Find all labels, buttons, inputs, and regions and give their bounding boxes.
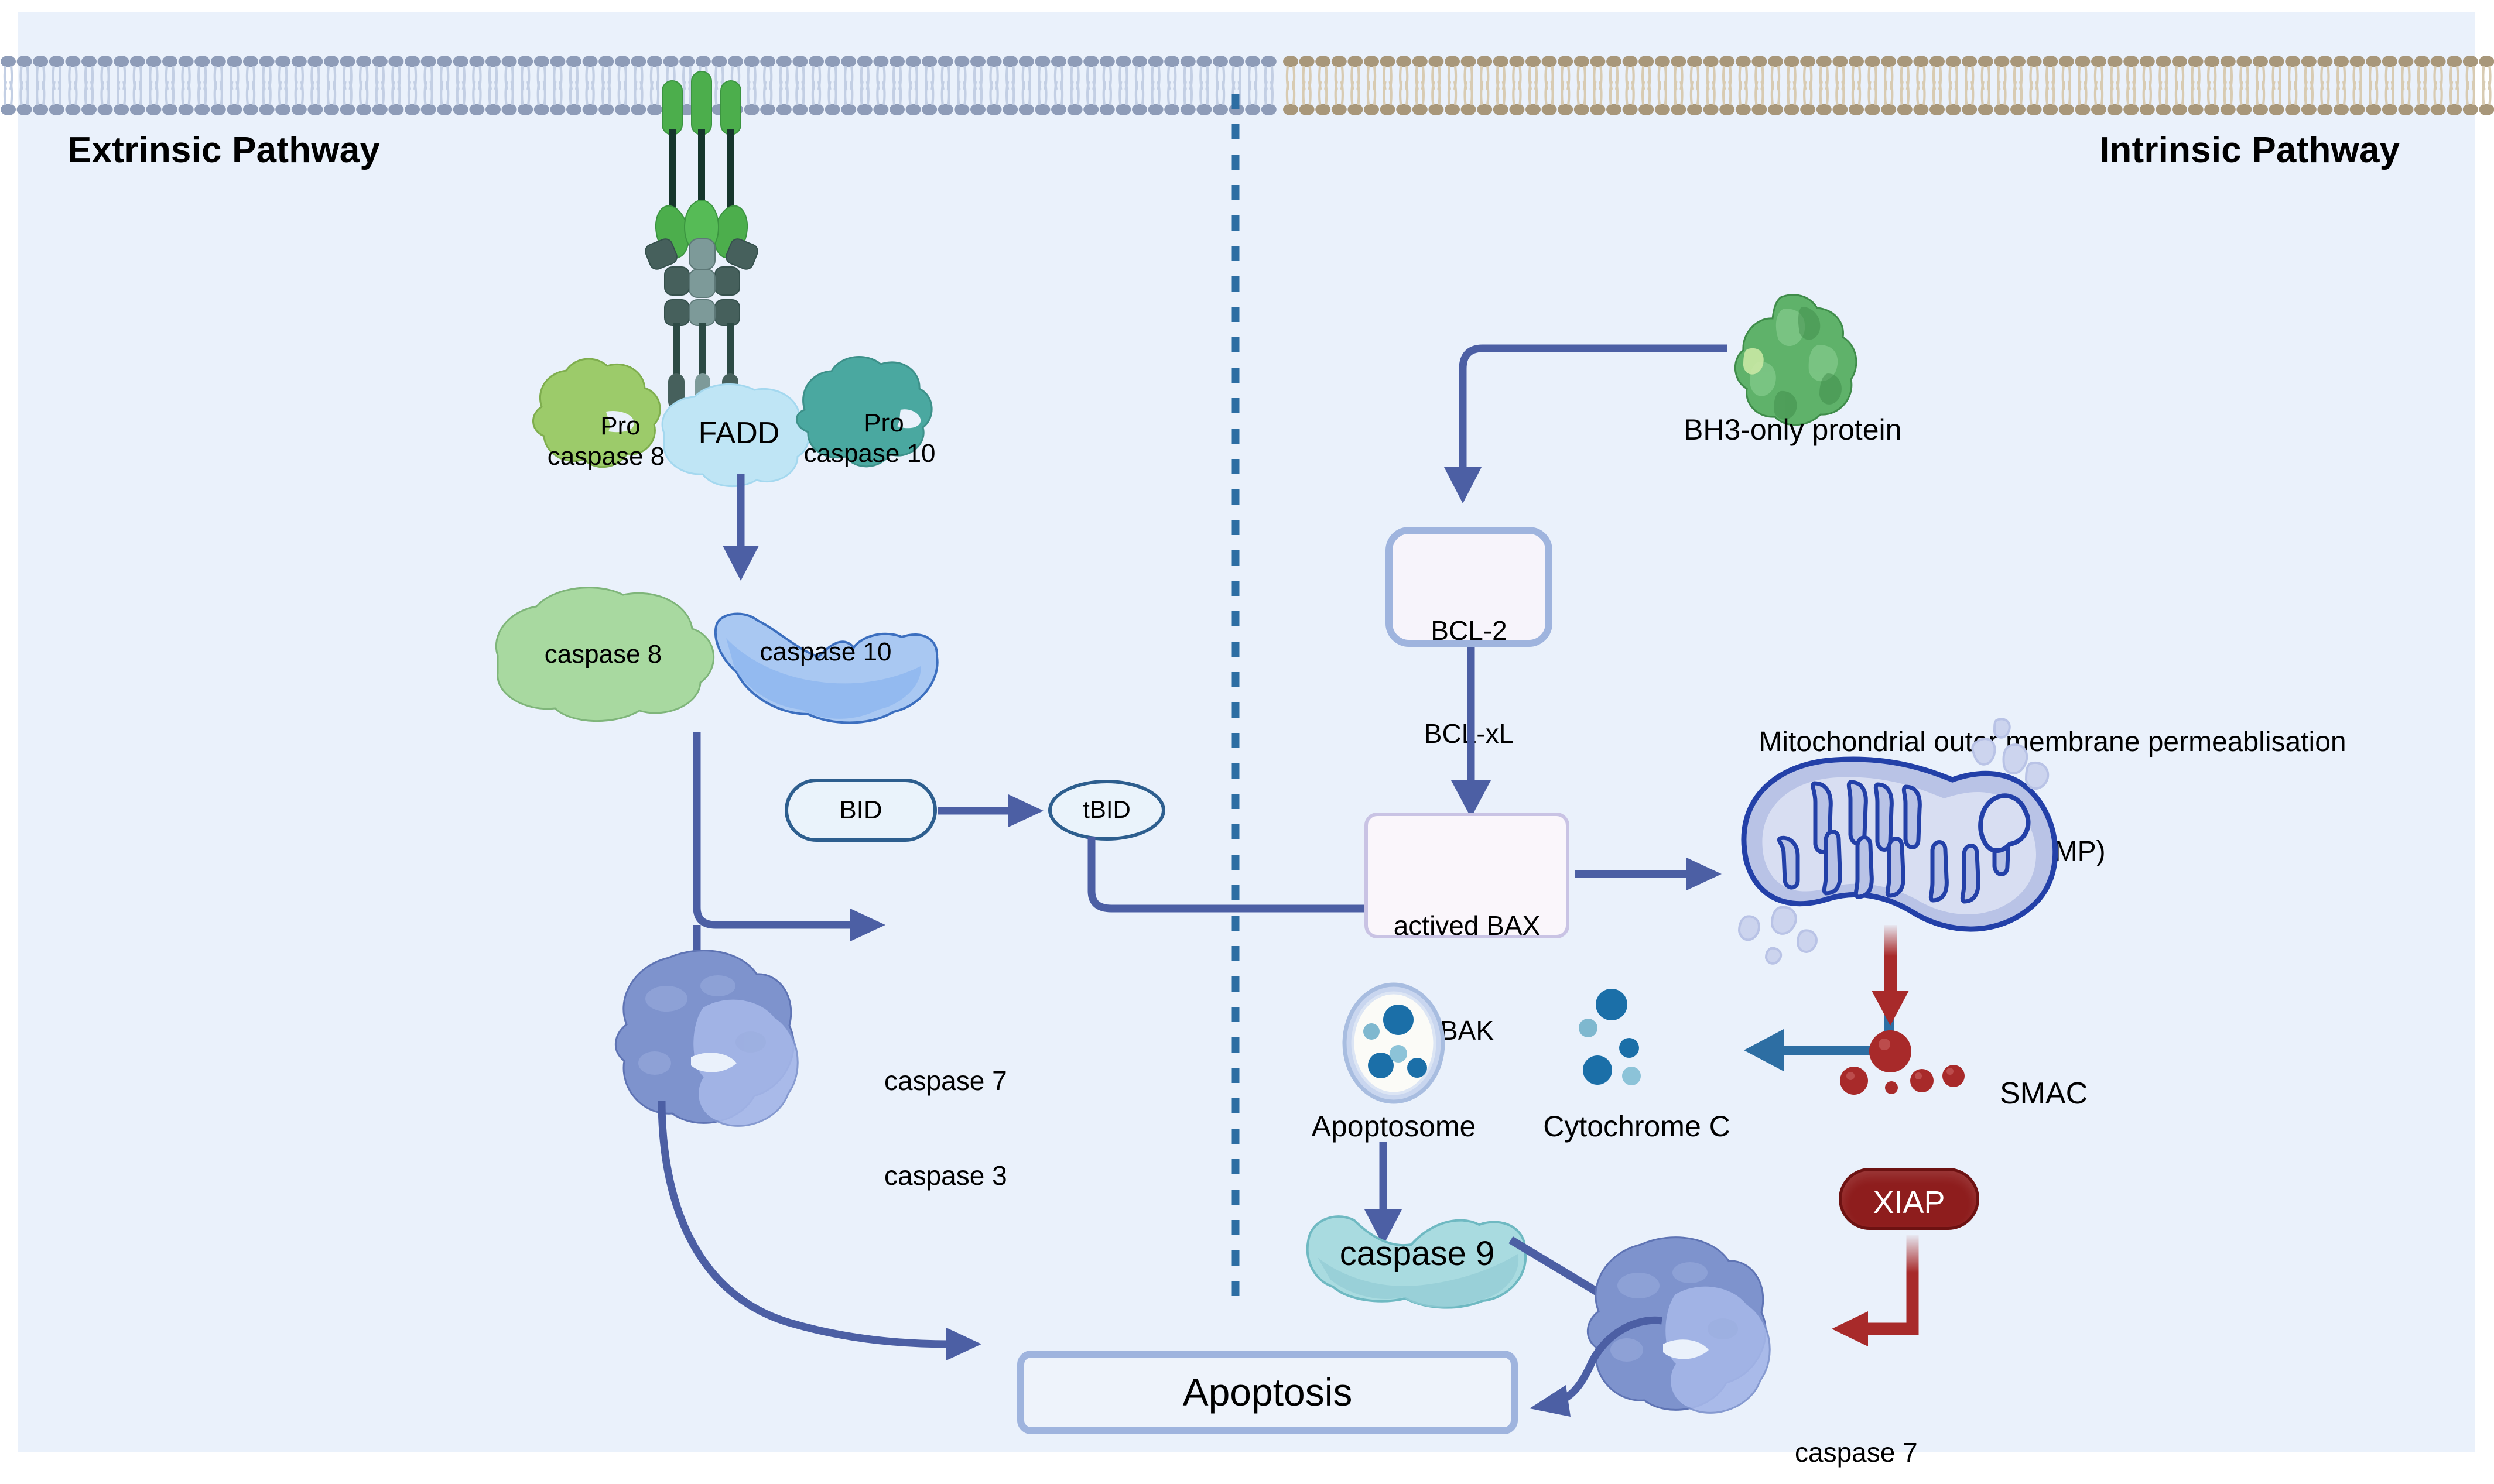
- arrow-bh3-to-bcl: [1444, 344, 1727, 503]
- bh3-only-protein-label: BH3-only protein: [1684, 413, 1902, 446]
- apoptosis-label: Apoptosis: [1182, 1370, 1353, 1414]
- arrow-effector-left-to-apoptosis: [658, 1100, 981, 1360]
- tbid-label: tBID: [1083, 796, 1131, 823]
- xiap-label: XIAP: [1873, 1185, 1945, 1220]
- caspase-7-3-right-label: caspase 7 caspase 3: [1795, 1437, 1918, 1468]
- xiap-node[interactable]: [1839, 1168, 1979, 1230]
- mitochondrial-membrane-right: [1282, 56, 2494, 120]
- mitochondrion: [1737, 718, 2058, 965]
- bh3-only-protein-blob: [1734, 294, 1857, 426]
- caspase-7-3-right-blob: [1587, 1236, 1771, 1414]
- arrow-apoptosome-to-caspase9: [1364, 1142, 1402, 1246]
- caspase-10-blob: [714, 612, 939, 724]
- caspase-7-3-left-blob: [615, 950, 799, 1127]
- bcl-family-box[interactable]: [1385, 527, 1552, 647]
- caspase-8-label: caspase 8: [544, 640, 662, 669]
- pro-caspase-8-label: Pro caspase 8: [547, 411, 665, 471]
- pro-caspase-10-label: Pro caspase 10: [803, 408, 936, 468]
- smac-label: SMAC: [2000, 1077, 2088, 1111]
- bax-bak-label: actived BAX BAK: [1393, 910, 1541, 1046]
- intrinsic-pathway-title: Intrinsic Pathway: [2099, 130, 2400, 170]
- arrow-bcl-to-bax: [1451, 647, 1491, 818]
- caspase-9-label: caspase 9: [1339, 1235, 1495, 1273]
- arrow-effector-right-to-apoptosis: [1530, 1316, 1662, 1417]
- fadd-label: FADD: [698, 416, 780, 450]
- diagram-background: Extrinsic Pathway Intrinsic Pathway: [18, 12, 2475, 1468]
- bax-bak-box[interactable]: [1364, 813, 1569, 938]
- extrinsic-pathway-title: Extrinsic Pathway: [67, 130, 381, 170]
- apoptosome-label: Apoptosome: [1311, 1110, 1476, 1143]
- smac-release-arrow: [1872, 925, 1909, 1026]
- caspase-8-blob: [495, 587, 715, 722]
- arrow-bax-to-mitochondrion: [1575, 858, 1722, 890]
- arrow-fadd-to-caspases: [723, 474, 759, 581]
- pro-caspase-8-blob: [532, 358, 661, 468]
- pathway-divider: [1231, 94, 1240, 1300]
- bid-label: BID: [839, 796, 882, 824]
- cytochrome-c-label: Cytochrome C: [1543, 1110, 1730, 1143]
- tbid-node[interactable]: [1048, 780, 1165, 841]
- apoptosis-box[interactable]: [1017, 1351, 1518, 1434]
- apoptosome-vesicle: [1342, 982, 1445, 1104]
- bid-node[interactable]: [785, 779, 937, 842]
- arrow-bid-to-tbid: [938, 794, 1044, 827]
- smac-particles: [1840, 1030, 1965, 1095]
- cytochrome-c-particles: [1579, 989, 1641, 1085]
- caspase-10-label: caspase 10: [760, 638, 892, 666]
- pro-caspase-10-blob: [796, 356, 933, 468]
- arrow-xiap-inhibits-effector: [1832, 1235, 1919, 1346]
- caspase-7-3-left-label: caspase 7 caspase 3: [884, 1065, 1007, 1191]
